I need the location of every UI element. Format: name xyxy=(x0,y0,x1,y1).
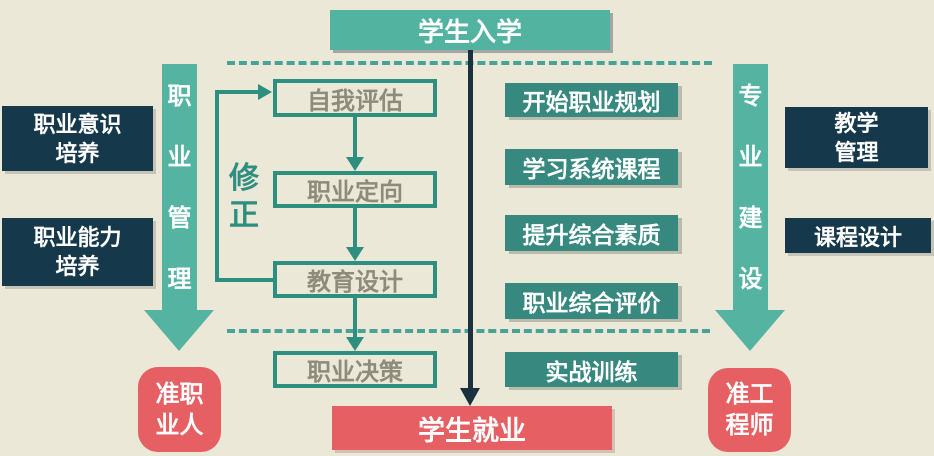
start-career-planning-box: 开始职业规划 xyxy=(505,83,678,117)
systematic-courses-box: 学习系统课程 xyxy=(505,149,678,185)
improve-quality-box: 提升综合素质 xyxy=(505,215,678,251)
career-orientation-box: 职业定向 xyxy=(273,171,437,208)
education-design-box: 教育设计 xyxy=(273,261,437,298)
career-ability-box: 职业能力 培养 xyxy=(2,218,153,286)
career-decision-box: 职业决策 xyxy=(273,351,437,388)
connector-arrowhead-icon xyxy=(346,337,364,351)
curriculum-design-box: 课程设计 xyxy=(785,218,931,253)
comprehensive-evaluation-box: 职业综合评价 xyxy=(505,283,678,319)
practical-training-box: 实战训练 xyxy=(505,352,678,387)
quasi-professional-box: 准职 业人 xyxy=(138,367,221,452)
revision-label: 修 正 xyxy=(229,162,259,232)
connector-arrowhead-icon xyxy=(346,247,364,261)
quasi-engineer-box: 准工 程师 xyxy=(708,368,791,452)
connector-design-decision xyxy=(353,297,357,339)
enrollment-box: 学生入学 xyxy=(330,10,610,50)
teaching-management-box: 教学 管理 xyxy=(785,107,928,168)
revision-loop-arrowhead-icon xyxy=(258,84,272,100)
employment-box: 学生就业 xyxy=(332,406,612,450)
program-construction-band: 专 业 建 设 xyxy=(733,64,768,310)
self-assessment-box: 自我评估 xyxy=(273,79,437,117)
revision-loop-bottom-line xyxy=(215,278,275,282)
revision-loop-top-line xyxy=(215,90,259,94)
central-flow-line xyxy=(468,50,473,388)
connector-orientation-design xyxy=(353,207,357,249)
connector-arrowhead-icon xyxy=(346,157,364,171)
career-management-arrowhead-icon xyxy=(144,310,214,351)
revision-loop-vertical-line xyxy=(215,90,219,282)
connector-selfassess-orientation xyxy=(353,117,357,159)
career-awareness-box: 职业意识 培养 xyxy=(2,106,153,171)
central-flow-arrowhead-icon xyxy=(460,388,480,406)
career-management-band: 职 业 管 理 xyxy=(162,64,197,310)
program-construction-arrowhead-icon xyxy=(715,310,785,351)
